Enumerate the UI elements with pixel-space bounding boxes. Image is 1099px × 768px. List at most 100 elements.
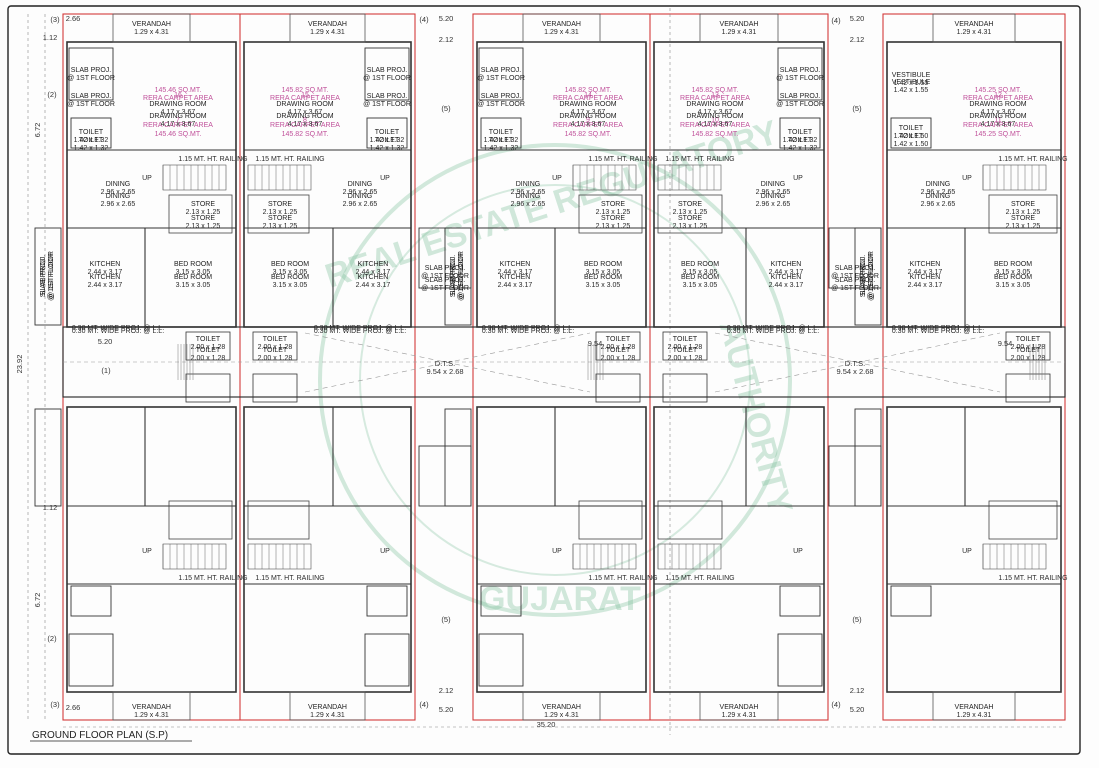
kitchen-size: 2.44 x 3.17: [88, 282, 123, 289]
dim-520-top: 5.20: [439, 14, 454, 23]
bedroom-name: BED ROOM: [174, 261, 212, 268]
bedroom-size: 3.15 x 3.05: [996, 282, 1031, 289]
slab-proj-side-l1: SLAB PROJ.: [860, 255, 867, 296]
dining-size: 2.96 x 2.65: [101, 201, 136, 208]
wide-proj-label: 0.30 MT. WIDE PROJ. @ L.L.: [892, 328, 984, 335]
dts-label-left: D.T.S.: [435, 359, 455, 368]
dim-2-bottom: (2): [47, 634, 57, 643]
store-name: STORE: [678, 215, 702, 222]
store-name: STORE: [678, 201, 702, 208]
store-size: 2.13 x 1.25: [1006, 209, 1041, 216]
dining-size: 2.96 x 2.65: [511, 201, 546, 208]
store-size: 2.13 x 1.25: [263, 209, 298, 216]
kitchen-name: KITCHEN: [771, 274, 802, 281]
vestibule-name: VESTIBULE: [892, 79, 931, 86]
store-size: 2.13 x 1.25: [1006, 223, 1041, 230]
store-name: STORE: [268, 215, 292, 222]
bedroom-name: BED ROOM: [681, 261, 719, 268]
kitchen-size: 2.44 x 3.17: [908, 282, 943, 289]
slab-proj-front-l2: @ 1ST FLOOR: [363, 101, 411, 108]
carpet-label: RERA CARPET AREA: [143, 95, 213, 102]
store-size: 2.13 x 1.25: [263, 223, 298, 230]
store-size: 2.13 x 1.25: [186, 209, 221, 216]
bedroom-size: 3.15 x 3.05: [996, 269, 1031, 276]
kitchen-name: KITCHEN: [90, 274, 121, 281]
dimension-lines: [27, 8, 1065, 735]
bed-toilet-name: TOILET: [1016, 336, 1041, 343]
stair: [982, 543, 1047, 570]
slab-proj-side-l2: @ 1ST FLOOR: [48, 253, 55, 301]
slab-proj-front-l1: SLAB PROJ.: [780, 67, 821, 74]
toilet-name: TOILET: [788, 129, 813, 136]
drawing-room-size: 4.17 x 3.67: [981, 121, 1016, 128]
toilet-end-size: 1.42 x 1.50: [894, 141, 929, 148]
dining-size: 2.96 x 2.65: [343, 189, 378, 196]
dining-size: 2.96 x 2.65: [511, 189, 546, 196]
dim-672-bottom: 6.72: [33, 593, 42, 608]
dim-5-a: (5): [441, 104, 451, 113]
unit-number: 14: [584, 92, 592, 99]
unit-number: 11: [994, 117, 1001, 124]
toilet-end-name: TOILET: [899, 133, 924, 140]
slab-proj-front-l2: @ 1ST FLOOR: [477, 101, 525, 108]
up-label: UP: [552, 548, 562, 555]
dim-520-bottom-r: 5.20: [850, 705, 865, 714]
slab-proj-side-l2: @ 1ST FLOOR: [868, 251, 875, 299]
dim-4-bottom: (4): [419, 700, 429, 709]
drawing-room-size: 4.17 x 3.67: [981, 109, 1016, 116]
kitchen-size: 2.44 x 3.17: [498, 282, 533, 289]
verandah-size: 1.29 x 4.31: [722, 712, 757, 719]
slab-proj-side-l1: SLAB PROJ.: [860, 257, 867, 298]
dining-name: DINING: [761, 193, 786, 200]
wide-proj-label: 0.30 MT. WIDE PROJ. @ L.L.: [314, 328, 406, 335]
dts-size-right: 9.54 x 2.68: [836, 367, 873, 376]
drawing-room-size: 4.17 x 3.67: [161, 109, 196, 116]
dim-520-bottom: 5.20: [439, 705, 454, 714]
toilet-size: 1.42 x 1.32: [484, 137, 519, 144]
slab-proj-front-l1: SLAB PROJ.: [367, 67, 408, 74]
drawing-room-size: 4.17 x 3.67: [571, 121, 606, 128]
verandah-size: 1.29 x 4.31: [957, 29, 992, 36]
wide-proj-label: 0.30 MT. WIDE PROJ. @ L.L.: [314, 325, 406, 332]
bed-toilet-size: 2.00 x 1.28: [258, 355, 293, 362]
unit-number: 9: [586, 117, 590, 124]
stair: [657, 543, 722, 570]
dim-2-top: (2): [47, 90, 57, 99]
verandah-size: 1.29 x 4.31: [310, 712, 345, 719]
up-label: UP: [142, 548, 152, 555]
drawing-room-size: 4.17 x 3.67: [698, 121, 733, 128]
slab-proj-front-l1: SLAB PROJ.: [71, 67, 112, 74]
bedroom-name: BED ROOM: [271, 274, 309, 281]
dining-name: DINING: [926, 193, 951, 200]
dim-overall-depth: 23.92: [15, 355, 24, 374]
stair: [247, 543, 312, 570]
railing-label: 1.15 MT. HT. RAILING: [998, 575, 1067, 582]
slab-proj-front-l1: SLAB PROJ.: [481, 93, 522, 100]
dim-212-a: 2.12: [439, 35, 454, 44]
toilet-size: 1.42 x 1.32: [74, 137, 109, 144]
store-size: 2.13 x 1.25: [596, 209, 631, 216]
dim-112-top: 1.12: [43, 33, 58, 42]
toilet-size: 1.42 x 1.32: [74, 145, 109, 152]
bedroom-size: 3.15 x 3.05: [586, 282, 621, 289]
dim-212-d: 2.12: [850, 686, 865, 695]
carpet-label: RERA CARPET AREA: [143, 122, 213, 129]
verandah-name: VERANDAH: [308, 704, 347, 711]
up-label: UP: [793, 548, 803, 555]
toilet-size: 1.42 x 1.32: [783, 137, 818, 144]
dts-label-right: D.T.S.: [845, 359, 865, 368]
carpet-label: RERA CARPET AREA: [680, 122, 750, 129]
railing-label: 1.15 MT. HT. RAILING: [588, 156, 657, 163]
bedroom-size: 3.15 x 3.05: [176, 269, 211, 276]
store-size: 2.13 x 1.25: [186, 223, 221, 230]
dim-112-bottom: 1.12: [43, 503, 58, 512]
dining-name: DINING: [516, 181, 541, 188]
dining-name: DINING: [348, 181, 373, 188]
up-label: UP: [962, 548, 972, 555]
bed-toilet-size: 2.00 x 1.28: [668, 344, 703, 351]
up-label: UP: [552, 175, 562, 182]
